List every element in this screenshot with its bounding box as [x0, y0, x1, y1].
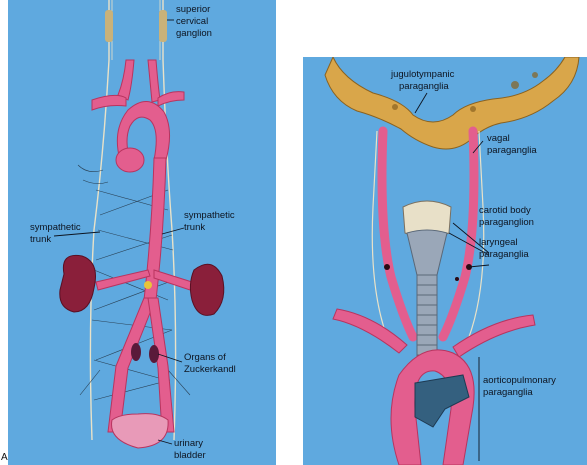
left-panel-sympathetic-paraganglia: superior cervical ganglion sympathetic t… — [8, 0, 276, 465]
zuckerkandl-body-right — [149, 345, 159, 363]
right-illustration: jugulotympanic paraganglia vagal paragan… — [303, 57, 587, 465]
urinary-bladder-label: urinary bladder — [174, 438, 206, 461]
aortic-root — [116, 148, 144, 172]
right-kidney — [190, 264, 223, 315]
zuckerkandl-body-left — [131, 343, 141, 361]
organs-of-zuckerkandl-label: Organs of Zuckerkandl — [184, 352, 236, 375]
superior-cervical-ganglion-label: superior cervical ganglion — [176, 4, 213, 39]
figure-corner-mark: A — [1, 452, 8, 463]
right-ganglion — [159, 10, 167, 42]
laryngeal-paraganglion-dot — [455, 277, 459, 281]
left-illustration: superior cervical ganglion sympathetic t… — [8, 0, 276, 465]
right-panel-parasympathetic-paraganglia: jugulotympanic paraganglia vagal paragan… — [303, 57, 587, 465]
carotid-body-paraganglion-label: carotid body paraganglion — [479, 205, 534, 228]
celiac-ganglion — [144, 281, 152, 289]
carotid-body-left — [384, 264, 390, 270]
jugulotympanic-paraganglia-label: jugulotympanic paraganglia — [390, 69, 457, 92]
left-ganglion — [105, 10, 113, 42]
